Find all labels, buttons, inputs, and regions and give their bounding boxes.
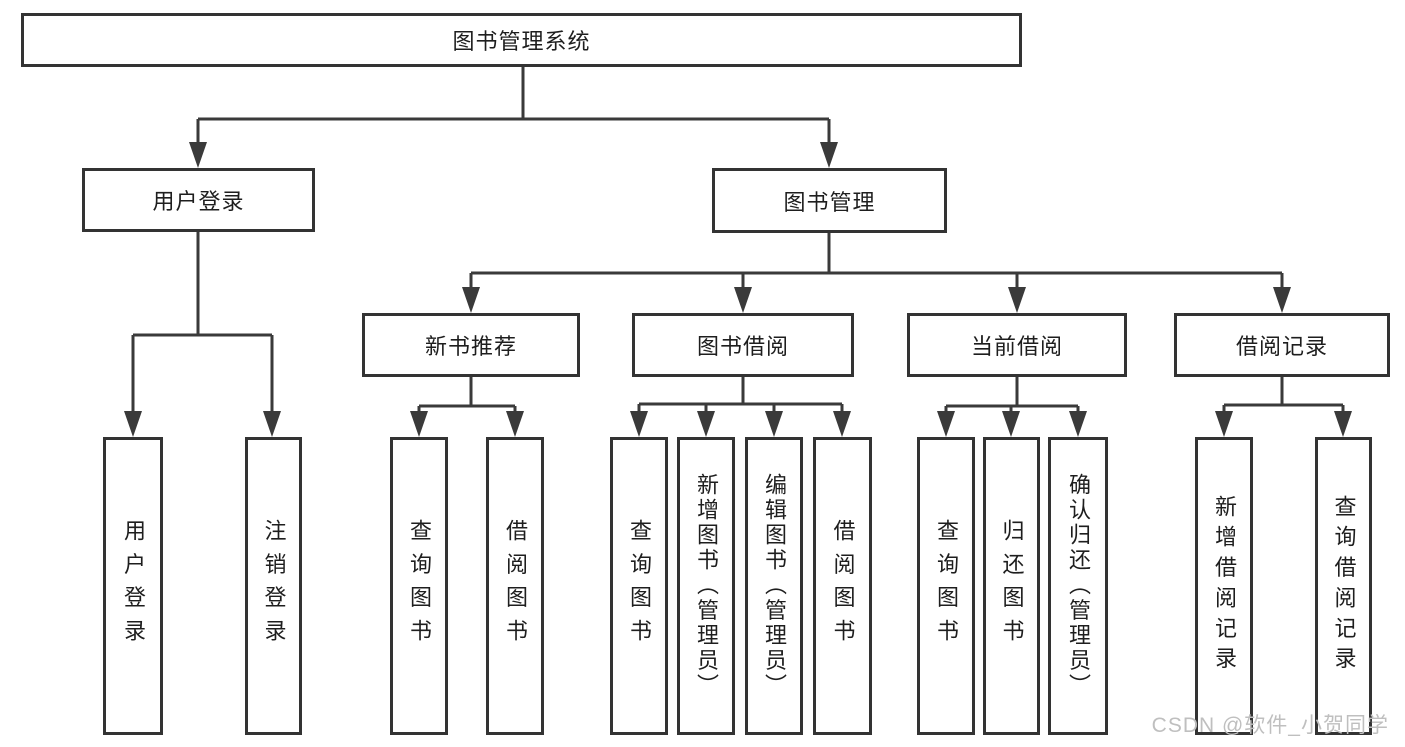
node-label: 借阅记录 — [1235, 334, 1328, 359]
leaf-query-books: 查询图书 — [390, 437, 448, 735]
leaf-label: 新增图书（管理员） — [694, 473, 719, 699]
leaf-label: 借阅图书 — [503, 519, 528, 653]
node-user-login: 用户登录 — [82, 168, 315, 232]
node-label: 用户登录 — [152, 189, 245, 214]
connector-user-login-to-leaves — [124, 232, 281, 437]
leaf-label: 查询图书 — [407, 519, 432, 653]
node-label: 图书管理系统 — [452, 29, 591, 54]
leaf-add-borrow-record: 新增借阅记录 — [1195, 437, 1253, 735]
connector-book-management-to-level3 — [462, 233, 1291, 313]
node-label: 新书推荐 — [424, 334, 517, 359]
leaf-label: 新增借阅记录 — [1212, 494, 1237, 678]
connector-new-book-recommend-to-leaves — [410, 377, 524, 437]
leaf-label: 确认归还（管理员） — [1066, 473, 1091, 699]
node-book-borrow: 图书借阅 — [632, 313, 854, 377]
csdn-watermark: CSDN @软件_小贺同学 — [1151, 714, 1389, 737]
node-label: 图书借阅 — [696, 334, 789, 359]
leaf-label: 借阅图书 — [830, 519, 856, 653]
leaf-query-books: 查询图书 — [610, 437, 668, 735]
leaf-label: 归还图书 — [999, 519, 1025, 653]
node-current-borrow: 当前借阅 — [907, 313, 1127, 377]
node-borrow-records: 借阅记录 — [1174, 313, 1390, 377]
node-new-book-recommend: 新书推荐 — [362, 313, 580, 377]
connector-borrow-records-to-leaves — [1215, 377, 1352, 437]
leaf-borrow-books: 借阅图书 — [486, 437, 544, 735]
node-root-system: 图书管理系统 — [21, 13, 1022, 67]
leaf-borrow-books: 借阅图书 — [813, 437, 872, 735]
node-book-management: 图书管理 — [712, 168, 947, 233]
leaf-label: 查询图书 — [627, 519, 652, 653]
connector-current-borrow-to-leaves — [937, 377, 1087, 437]
leaf-label: 查询借阅记录 — [1331, 494, 1357, 678]
connector-book-borrow-to-leaves — [630, 377, 851, 437]
leaf-return-book: 归还图书 — [983, 437, 1040, 735]
leaf-confirm-return-admin: 确认归还（管理员） — [1048, 437, 1108, 735]
leaf-label: 编辑图书（管理员） — [762, 473, 787, 699]
leaf-query-borrow-record: 查询借阅记录 — [1315, 437, 1372, 735]
leaf-logout: 注销登录 — [245, 437, 302, 735]
node-label: 当前借阅 — [970, 334, 1063, 359]
leaf-label: 查询图书 — [934, 519, 959, 653]
leaf-query-books: 查询图书 — [917, 437, 975, 735]
leaf-label: 用户登录 — [121, 519, 146, 653]
node-label: 图书管理 — [783, 189, 876, 215]
leaf-add-book-admin: 新增图书（管理员） — [677, 437, 735, 735]
connector-root-to-level2 — [189, 66, 838, 168]
leaf-edit-book-admin: 编辑图书（管理员） — [745, 437, 803, 735]
leaf-user-login: 用户登录 — [103, 437, 163, 735]
leaf-label: 注销登录 — [261, 519, 287, 653]
